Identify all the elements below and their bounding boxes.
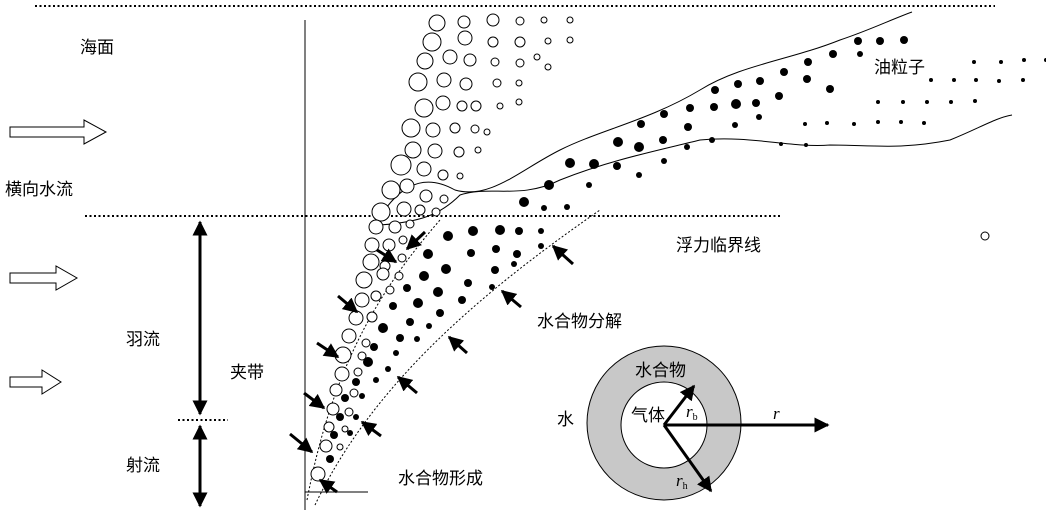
rb-symbol: r bbox=[686, 402, 693, 421]
oil-particles-label: 油粒子 bbox=[874, 58, 925, 78]
plume-left-dashed-boundary bbox=[306, 219, 441, 501]
jet-label: 射流 bbox=[126, 456, 160, 476]
rh-symbol: r bbox=[676, 471, 683, 490]
dispersed-oil-droplets bbox=[779, 58, 1046, 147]
rb-subscript: b bbox=[692, 412, 698, 423]
water-label: 水 bbox=[557, 410, 574, 430]
plume-right-dashed-boundary bbox=[314, 209, 601, 506]
plume-label: 羽流 bbox=[126, 330, 160, 350]
gas-label: 气体 bbox=[631, 406, 665, 426]
r-label: r bbox=[773, 404, 780, 423]
rh-label: rh bbox=[676, 472, 688, 492]
oil-plume-outline bbox=[374, 11, 1013, 226]
cross-current-arrow-3 bbox=[9, 369, 62, 395]
oil-particles bbox=[326, 36, 908, 463]
rh-arrow bbox=[662, 424, 713, 493]
hydrate-label: 水合物 bbox=[635, 361, 686, 381]
hydrate-bubble-inset bbox=[586, 345, 830, 501]
entrainment-arrows bbox=[289, 230, 575, 494]
cross-current-arrow-1 bbox=[9, 119, 108, 145]
rh-subscript: h bbox=[682, 481, 688, 492]
hydrate-decomposition-label: 水合物分解 bbox=[537, 312, 622, 332]
entrainment-zone-label: 夹带 bbox=[230, 363, 264, 383]
rb-label: rb bbox=[686, 403, 698, 423]
gas-bubbles bbox=[310, 13, 990, 482]
sea-surface-label: 海面 bbox=[80, 38, 114, 58]
buoyancy-critical-line-label: 浮力临界线 bbox=[676, 236, 761, 256]
hydrate-formation-label: 水合物形成 bbox=[398, 469, 483, 489]
cross-current-arrow-2 bbox=[9, 265, 79, 291]
cross-current-label: 横向水流 bbox=[5, 180, 73, 200]
rb-arrow bbox=[662, 384, 696, 426]
